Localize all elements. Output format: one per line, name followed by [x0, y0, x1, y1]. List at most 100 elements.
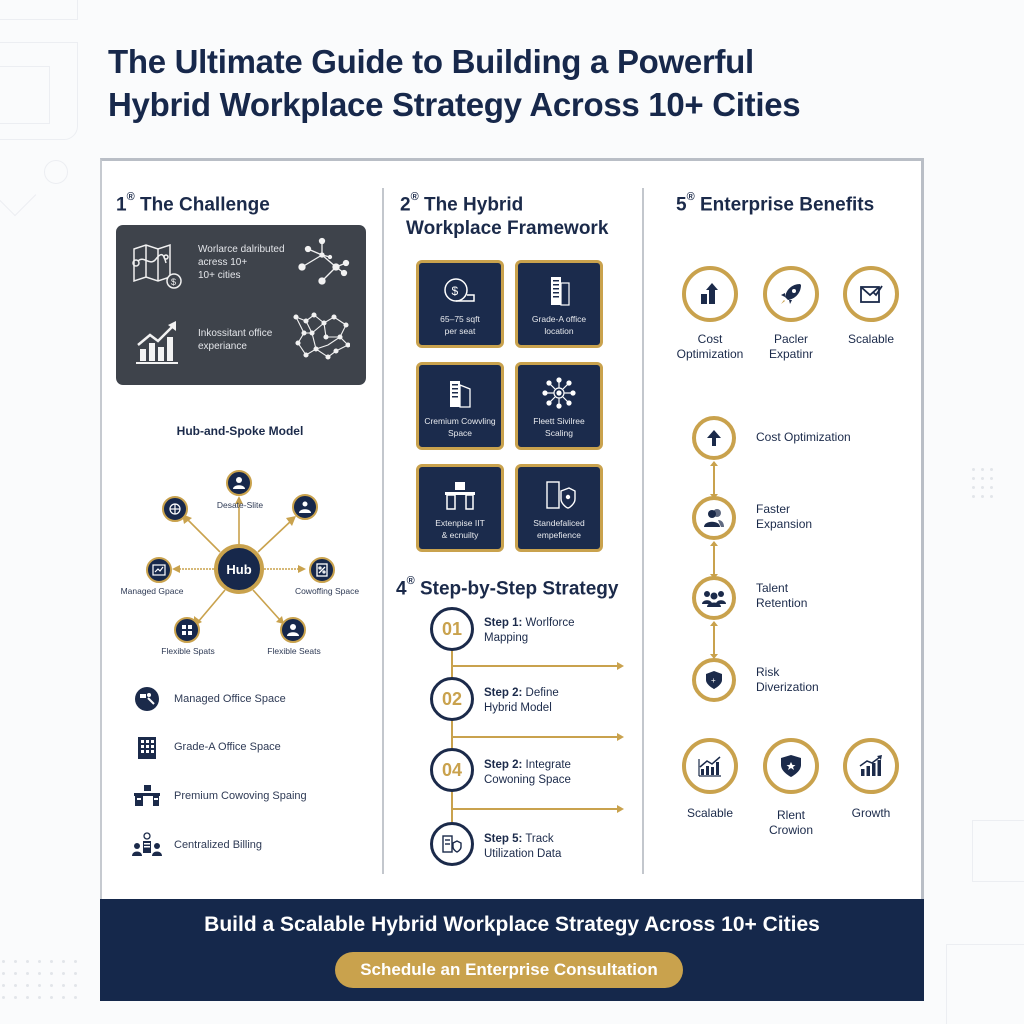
team-icon: [702, 591, 726, 607]
bg-rect-decoration: [0, 42, 78, 140]
service-label: Premium Cowoving Spaing: [174, 790, 307, 802]
bg-envelope-decoration: [0, 66, 50, 124]
network-icon: [298, 237, 350, 285]
coworking-building-icon: [450, 381, 471, 408]
spoke-label-top: Desate-Slite: [216, 500, 264, 510]
it-desk-icon: [445, 482, 475, 510]
service-item-grade-a: Grade-A Office Space: [132, 732, 281, 762]
benefit-circle-scalable: [843, 266, 899, 322]
map-money-icon: $: [132, 243, 182, 289]
step-connector: [451, 790, 453, 822]
service-label: Grade-A Office Space: [174, 741, 281, 753]
growth-chart-icon: [698, 756, 721, 777]
challenge-item-inconsistent: Inkossitant office experiance: [116, 309, 366, 379]
network-mesh-icon: [293, 312, 350, 360]
svg-text:$: $: [452, 284, 459, 298]
title-line-1: The Ultimate Guide to Building a Powerfu…: [108, 43, 754, 80]
svg-text:$: $: [171, 277, 176, 287]
benefit-circle-expansion: [763, 266, 819, 322]
step-connector: [451, 808, 617, 810]
managed-office-icon: [132, 685, 162, 713]
benefit-connector: [710, 621, 718, 659]
arrow-right-icon: [617, 805, 624, 813]
schedule-consultation-button[interactable]: Schedule an Enterprise Consultation: [335, 952, 683, 988]
spoke-node-right: [309, 557, 335, 583]
section-title-framework: 2® The Hybrid Workplace Framework: [400, 191, 609, 240]
bg-rect-decoration: [0, 0, 78, 20]
tape-measure-dollar-icon: $: [444, 278, 475, 302]
shield-building-icon: [546, 481, 576, 509]
arrow-up-icon: [707, 430, 721, 446]
section-title-steps: 4® Step-by-Step Strategy: [396, 575, 619, 600]
challenge-text-inconsistent: Inkossitant office experiance: [198, 328, 273, 352]
step-badge-2: 02: [430, 677, 474, 721]
spoke-node-left: [146, 557, 172, 583]
benefit-circle-scalable-2: [682, 738, 738, 794]
shield-icon: +: [706, 671, 722, 689]
benefit-circle-talent-growth: [763, 738, 819, 794]
benefit-step-label: Cost Optimization: [756, 430, 851, 444]
benefit-circle-cost: [682, 266, 738, 322]
bg-circle-decoration: [44, 160, 68, 184]
benefit-label: Scalable: [686, 806, 734, 820]
column-divider: [382, 188, 384, 874]
step-connector: [451, 665, 617, 667]
bg-dot-grid: [2, 960, 77, 999]
section-title-benefits: 5® Enterprise Benefits: [676, 191, 875, 216]
cta-banner: Build a Scalable Hybrid Workplace Strate…: [100, 899, 924, 1001]
spoke-label-bottom-right: Flexible Seats: [267, 646, 321, 656]
person-gear-icon: [299, 501, 311, 513]
spoke-label-right: Cowoffing Space: [294, 586, 360, 596]
users-icon: [704, 509, 724, 527]
service-label: Centralized Billing: [174, 839, 263, 851]
benefit-circle-growth: [843, 738, 899, 794]
spoke-node-bottom-right: [280, 617, 306, 643]
desk-grid-icon: [182, 625, 192, 635]
step-connector: [451, 650, 453, 678]
office-tower-icon: [551, 277, 570, 306]
rocket-icon: [781, 284, 801, 304]
benefit-label: Growth: [851, 806, 891, 820]
benefit-step-cost: [692, 416, 736, 460]
step-connector: [451, 736, 617, 738]
team-billing-icon: [132, 831, 162, 859]
spoke-node-top: [226, 470, 252, 496]
building-shield-icon: [442, 835, 462, 853]
step-badge-4: [430, 822, 474, 866]
svg-text:+: +: [711, 676, 716, 685]
bg-chevron-decoration: [0, 173, 37, 217]
step-badge-1: 01: [430, 607, 474, 651]
building-icon: [132, 733, 162, 761]
benefit-step-talent: [692, 576, 736, 620]
hub-node: Hub: [214, 544, 264, 594]
person-icon: [233, 477, 245, 489]
shield-star-icon: [781, 755, 801, 777]
spoke-node-top-right: [292, 494, 318, 520]
benefit-step-risk: +: [692, 658, 736, 702]
column-divider: [642, 188, 644, 874]
network-hub-icon: [542, 377, 576, 409]
spoke-node-bottom-left: [174, 617, 200, 643]
chart-card-icon: [152, 564, 166, 576]
bg-rect-decoration: [946, 944, 1024, 1024]
benefit-connector: [710, 461, 718, 499]
bg-house-decoration: [972, 820, 1024, 882]
desk-icon: [132, 782, 162, 810]
step-connector: [451, 720, 453, 748]
benefit-label: Scalable: [847, 332, 895, 346]
